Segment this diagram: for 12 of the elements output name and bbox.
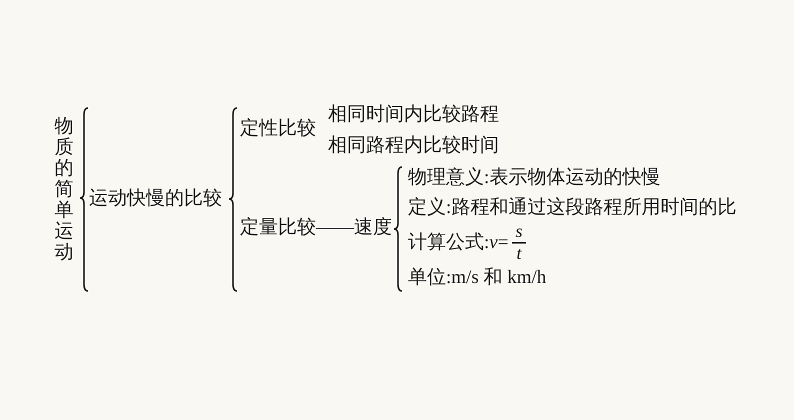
leaf-label: 单位:m/s 和 km/h bbox=[408, 266, 546, 290]
fraction-numerator: s bbox=[515, 221, 522, 241]
leaf-label: 物理意义:表示物体运动的快慢 bbox=[408, 166, 660, 190]
topic-label: 物质的简单运动 bbox=[54, 116, 74, 263]
branch-label: 运动快慢的比较 bbox=[89, 187, 222, 211]
branch-label: 定量比较——速度 bbox=[240, 216, 392, 240]
fraction-denominator: t bbox=[516, 243, 522, 263]
branch-label: 定性比较 bbox=[240, 117, 316, 141]
formula-text: 计算公式:v= bbox=[408, 231, 508, 255]
leaf-label: 相同时间内比较路程 bbox=[328, 103, 499, 127]
leaf-label: 定义:路程和通过这段路程所用时间的比 bbox=[408, 196, 736, 220]
leaf-label: 相同路程内比较时间 bbox=[328, 134, 499, 158]
